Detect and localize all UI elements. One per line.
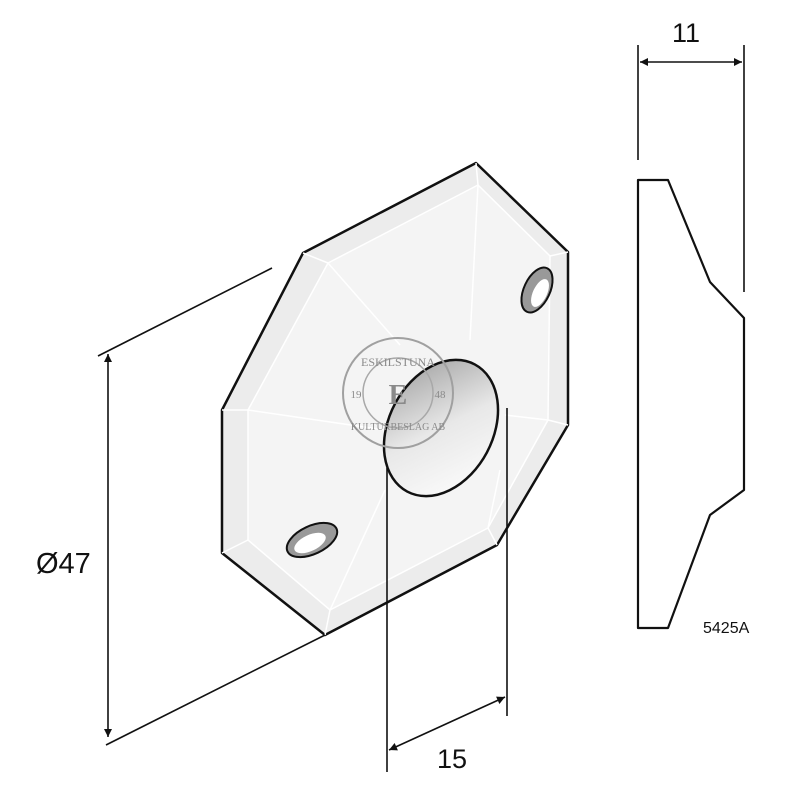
watermark-year-right: 48 (435, 389, 447, 401)
watermark-logo: ESKILSTUNA E 19 48 KULTURBESLAG AB (342, 337, 454, 449)
side-profile (636, 178, 746, 630)
watermark-text-bottom: KULTURBESLAG AB (351, 422, 446, 433)
watermark-letter: E (389, 380, 408, 411)
watermark-text-top: ESKILSTUNA (361, 355, 435, 369)
hole-offset-label: 15 (437, 744, 468, 774)
diameter-label: Ø47 (36, 548, 91, 580)
plate-isometric (220, 161, 570, 637)
watermark-year-left: 19 (351, 389, 363, 401)
thickness-label: 11 (672, 18, 701, 48)
dimension-lines (97, 45, 745, 772)
part-number: 5425A (703, 620, 750, 637)
